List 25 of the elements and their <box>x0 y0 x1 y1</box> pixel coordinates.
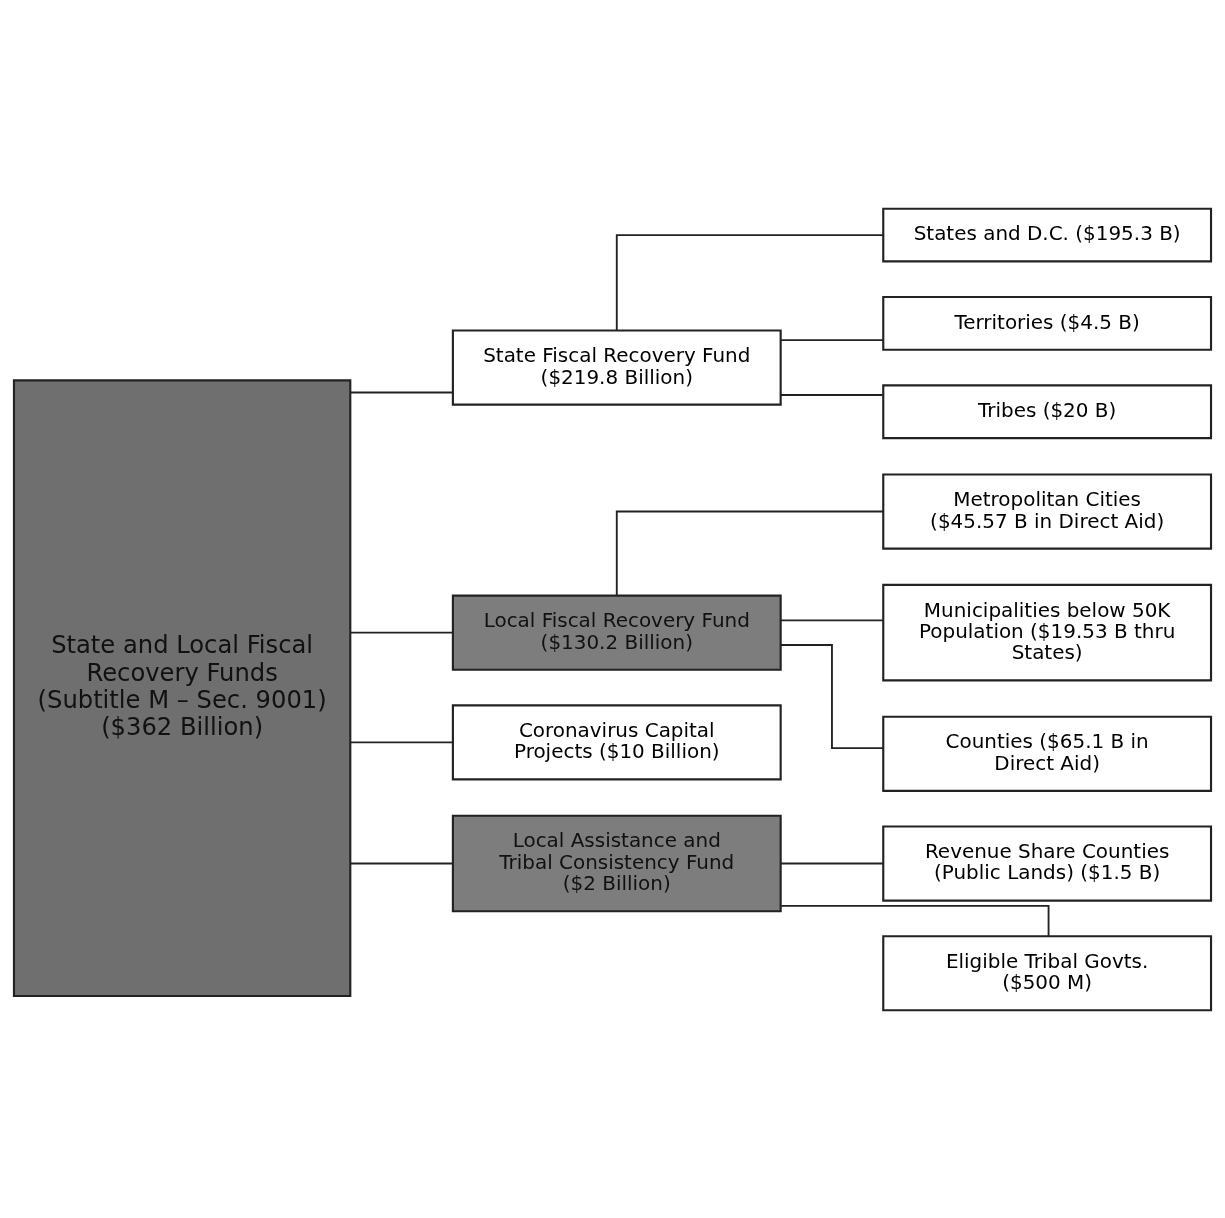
connector <box>779 618 884 621</box>
node-box: States and D.C. ($195.3 B) <box>882 207 1213 262</box>
node-box: Metropolitan Cities ($45.57 B in Direct Aid) <box>882 472 1213 550</box>
connector <box>615 510 885 596</box>
node-box: Eligible Tribal Govts. ($500 M) <box>882 934 1213 1011</box>
connector <box>349 631 454 634</box>
connector <box>779 338 884 341</box>
node-box: State Fiscal Recovery Fund ($219.8 Billion) <box>451 328 782 406</box>
connector <box>349 391 454 393</box>
node-box: Counties ($65.1 B in Direct Aid) <box>882 715 1213 792</box>
connector <box>779 862 884 864</box>
node-box: Tribes ($20 B) <box>882 383 1213 439</box>
connector <box>349 740 454 743</box>
node-box: Revenue Share Counties (Public Lands) ($1.5 B) <box>882 824 1213 902</box>
node-box: Local Fiscal Recovery Fund ($130.2 Billion) <box>451 594 782 671</box>
node-box: State and Local Fiscal Recovery Funds (Subtitle M – Sec. 9001) ($362 Billion) <box>12 378 352 997</box>
connector <box>780 904 1050 937</box>
node-box: Coronavirus Capital Projects ($10 Billion) <box>451 703 782 780</box>
node-box: Local Assistance and Tribal Consistency Fund ($2 Billion) <box>451 814 782 912</box>
connector <box>615 233 885 331</box>
node-box: Territories ($4.5 B) <box>882 295 1213 351</box>
connector <box>780 643 884 749</box>
connector <box>779 393 884 396</box>
connector <box>349 862 454 864</box>
node-box: Municipalities below 50K Population ($19.53 B thru States) <box>882 583 1213 681</box>
